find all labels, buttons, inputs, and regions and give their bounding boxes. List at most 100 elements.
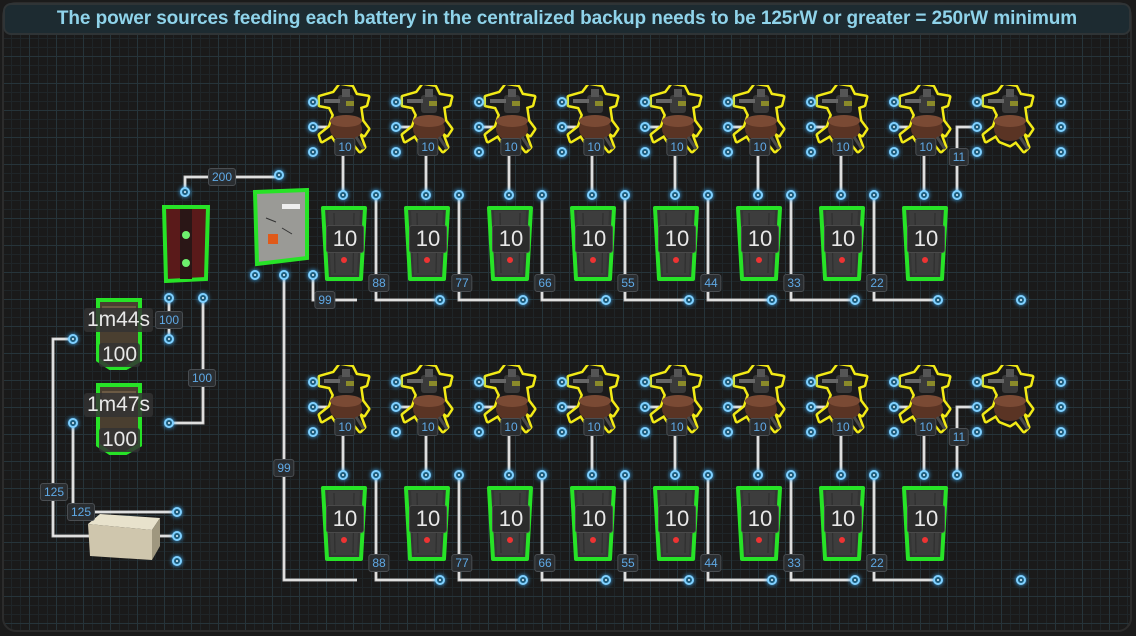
turret-input-node[interactable] xyxy=(308,122,318,132)
turret-input-node[interactable] xyxy=(806,427,816,437)
generator-output-node[interactable] xyxy=(172,531,182,541)
turret-input-node[interactable] xyxy=(972,427,982,437)
battery-output-node[interactable] xyxy=(338,470,348,480)
battery-chain-node[interactable] xyxy=(684,575,694,585)
turret-input-node[interactable] xyxy=(640,377,650,387)
turret-input-node[interactable] xyxy=(640,97,650,107)
turret-input-node[interactable] xyxy=(806,97,816,107)
turret-row2-8[interactable] xyxy=(897,362,955,439)
turret-input-node[interactable] xyxy=(889,377,899,387)
turret-input-node[interactable] xyxy=(474,402,484,412)
battery-input-node[interactable] xyxy=(620,190,630,200)
battery-input-node[interactable] xyxy=(620,470,630,480)
battery-chain-node[interactable] xyxy=(435,295,445,305)
turret-row2-9[interactable] xyxy=(980,362,1038,439)
battery-chain-node[interactable] xyxy=(518,575,528,585)
turret-input-node[interactable] xyxy=(723,122,733,132)
turret-input-node[interactable] xyxy=(640,147,650,157)
battery-row2-3[interactable]: 10 xyxy=(486,485,534,563)
turret-row1-3[interactable] xyxy=(482,82,540,159)
battery-input-node[interactable] xyxy=(869,470,879,480)
battery-chain-node[interactable] xyxy=(767,295,777,305)
battery-chain-node[interactable] xyxy=(933,295,943,305)
battery-input-node[interactable] xyxy=(703,190,713,200)
turret-input-node[interactable] xyxy=(889,97,899,107)
battery-chain-node[interactable] xyxy=(601,575,611,585)
root-combiner[interactable] xyxy=(161,205,211,284)
battery-output-node[interactable] xyxy=(504,470,514,480)
turret-row1-6[interactable] xyxy=(731,82,789,159)
turret-row2-7[interactable] xyxy=(814,362,872,439)
turret-row1-4[interactable] xyxy=(565,82,623,159)
turret-input-node[interactable] xyxy=(474,427,484,437)
turret-input-node[interactable] xyxy=(308,147,318,157)
battery-input-node[interactable] xyxy=(952,190,962,200)
combiner-input-node[interactable] xyxy=(164,293,174,303)
turret-input-node[interactable] xyxy=(723,147,733,157)
storage-output-node[interactable] xyxy=(164,334,174,344)
turret-input-node[interactable] xyxy=(474,147,484,157)
power-splitter[interactable] xyxy=(252,187,310,267)
turret-row2-6[interactable] xyxy=(731,362,789,439)
battery-row2-5[interactable]: 10 xyxy=(652,485,700,563)
battery-input-node[interactable] xyxy=(537,190,547,200)
turret-input-node[interactable] xyxy=(972,122,982,132)
turret-output-node[interactable] xyxy=(1056,97,1066,107)
generator[interactable] xyxy=(86,512,162,562)
splitter-input-node[interactable] xyxy=(274,170,284,180)
generator-output-node[interactable] xyxy=(172,507,182,517)
turret-input-node[interactable] xyxy=(308,97,318,107)
turret-row1-1[interactable] xyxy=(316,82,374,159)
battery-row2-8[interactable]: 10 xyxy=(901,485,949,563)
turret-row2-4[interactable] xyxy=(565,362,623,439)
turret-input-node[interactable] xyxy=(806,122,816,132)
turret-input-node[interactable] xyxy=(972,147,982,157)
battery-row2-4[interactable]: 10 xyxy=(569,485,617,563)
storage-output-node[interactable] xyxy=(164,418,174,428)
turret-input-node[interactable] xyxy=(806,147,816,157)
battery-output-node[interactable] xyxy=(919,470,929,480)
battery-output-node[interactable] xyxy=(836,470,846,480)
turret-input-node[interactable] xyxy=(557,97,567,107)
battery-chain-node[interactable] xyxy=(601,295,611,305)
turret-input-node[interactable] xyxy=(557,377,567,387)
storage-input-node[interactable] xyxy=(68,334,78,344)
battery-row1-8[interactable]: 10 xyxy=(901,205,949,283)
turret-output-node[interactable] xyxy=(1056,427,1066,437)
turret-input-node[interactable] xyxy=(640,122,650,132)
turret-input-node[interactable] xyxy=(889,147,899,157)
battery-chain-node[interactable] xyxy=(518,295,528,305)
battery-output-node[interactable] xyxy=(587,190,597,200)
battery-row1-2[interactable]: 10 xyxy=(403,205,451,283)
turret-input-node[interactable] xyxy=(391,402,401,412)
battery-chain-node[interactable] xyxy=(1016,295,1026,305)
battery-row1-7[interactable]: 10 xyxy=(818,205,866,283)
storage-input-node[interactable] xyxy=(68,418,78,428)
turret-output-node[interactable] xyxy=(1056,402,1066,412)
battery-output-node[interactable] xyxy=(919,190,929,200)
splitter-output-node[interactable] xyxy=(308,270,318,280)
turret-input-node[interactable] xyxy=(474,377,484,387)
battery-chain-node[interactable] xyxy=(684,295,694,305)
turret-row1-7[interactable] xyxy=(814,82,872,159)
turret-input-node[interactable] xyxy=(474,97,484,107)
battery-input-node[interactable] xyxy=(371,190,381,200)
splitter-output-node[interactable] xyxy=(250,270,260,280)
turret-input-node[interactable] xyxy=(308,427,318,437)
turret-row2-1[interactable] xyxy=(316,362,374,439)
turret-input-node[interactable] xyxy=(391,427,401,437)
turret-input-node[interactable] xyxy=(391,147,401,157)
battery-output-node[interactable] xyxy=(421,190,431,200)
turret-input-node[interactable] xyxy=(972,377,982,387)
turret-input-node[interactable] xyxy=(972,97,982,107)
battery-input-node[interactable] xyxy=(952,470,962,480)
turret-input-node[interactable] xyxy=(557,122,567,132)
battery-row1-4[interactable]: 10 xyxy=(569,205,617,283)
battery-output-node[interactable] xyxy=(338,190,348,200)
combiner-input-node[interactable] xyxy=(198,293,208,303)
turret-input-node[interactable] xyxy=(474,122,484,132)
battery-row2-2[interactable]: 10 xyxy=(403,485,451,563)
turret-row1-5[interactable] xyxy=(648,82,706,159)
battery-input-node[interactable] xyxy=(786,190,796,200)
battery-output-node[interactable] xyxy=(670,470,680,480)
